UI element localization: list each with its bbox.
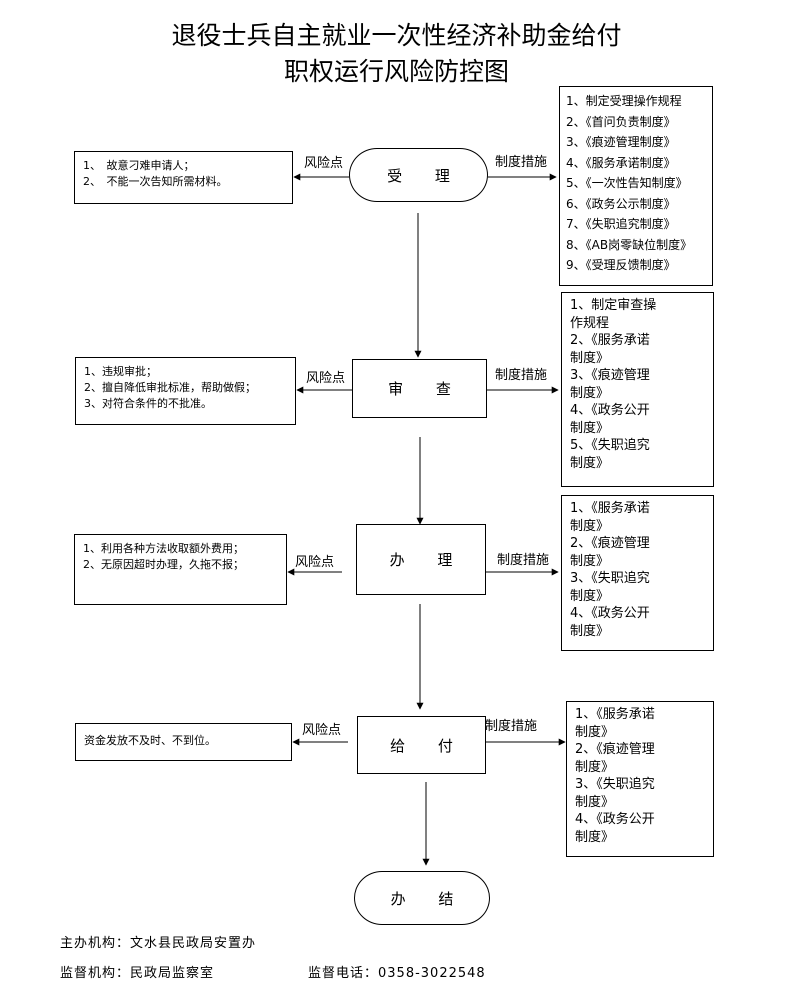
risk-item: 资金发放不及时、不到位。	[84, 734, 216, 747]
measure-box-pay: 1、《服务承诺 制度》 2、《痕迹管理 制度》 3、《失职追究 制度》 4、《政…	[566, 701, 714, 857]
measure-item: 5、《失职追究	[570, 438, 650, 453]
footer-phone: 监督电话：0358-3022548	[308, 966, 486, 981]
chart-title-line-2: 职权运行风险防控图	[283, 57, 509, 86]
risk-item: 1、违规审批；	[84, 365, 157, 378]
risk-label-3: 风险点	[295, 555, 335, 570]
measure-item: 2、《痕迹管理	[575, 742, 655, 757]
risk-item: 2、擅自降低审批标准，帮助做假；	[84, 381, 256, 394]
measure-item: 1、制定审查操	[570, 298, 657, 313]
measure-item: 制度》	[570, 455, 610, 471]
chart-title-line-1: 退役士兵自主就业一次性经济补助金给付	[171, 21, 622, 50]
step-node-process: 办 理	[356, 524, 486, 595]
measure-item: 2、《服务承诺	[570, 333, 650, 348]
measure-item: 4、《政务公开	[575, 812, 655, 827]
measure-item: 1、制定受理操作规程	[566, 94, 682, 108]
measure-item: 制度》	[570, 553, 610, 569]
measure-item: 3、《痕迹管理制度》	[566, 135, 676, 149]
measure-item: 作规程	[570, 315, 610, 331]
step-node-pay: 给 付	[357, 716, 486, 774]
measure-item: 1、《服务承诺	[575, 707, 655, 722]
risk-label-2: 风险点	[306, 371, 346, 386]
measure-item: 9、《受理反馈制度》	[566, 258, 676, 272]
risk-label-1: 风险点	[304, 156, 344, 171]
measure-box-accept: 1、制定受理操作规程 2、《首问负责制度》 3、《痕迹管理制度》 4、《服务承诺…	[559, 86, 713, 286]
step-node-review: 审 查	[352, 359, 487, 418]
risk-box-accept: 1、 故意刁难申请人； 2、 不能一次告知所需材料。	[74, 151, 293, 204]
risk-item: 1、利用各种方法收取额外费用；	[83, 542, 244, 555]
measure-box-process: 1、《服务承诺 制度》 2、《痕迹管理 制度》 3、《失职追究 制度》 4、《政…	[561, 495, 714, 651]
measure-item: 制度》	[570, 588, 610, 604]
measure-item: 8、《AB岗零缺位制度》	[566, 237, 693, 252]
risk-item: 2、无原因超时办理，久拖不报；	[83, 558, 244, 571]
measure-item: 制度》	[570, 420, 610, 436]
measure-item: 3、《痕迹管理	[570, 368, 650, 383]
risk-box-review: 1、违规审批； 2、擅自降低审批标准，帮助做假； 3、对符合条件的不批准。	[75, 357, 296, 425]
measure-item: 制度》	[575, 759, 615, 775]
measure-item: 5、《一次性告知制度》	[566, 176, 688, 190]
measure-item: 4、《服务承诺制度》	[566, 155, 676, 170]
end-node: 办 结	[354, 871, 490, 925]
measure-item: 4、《政务公开	[570, 606, 650, 621]
risk-box-process: 1、利用各种方法收取额外费用； 2、无原因超时办理，久拖不报；	[74, 534, 287, 605]
measure-item: 制度》	[570, 385, 610, 401]
step-node-accept: 受 理	[349, 148, 488, 202]
measure-item: 制度》	[575, 724, 615, 740]
measure-box-review: 1、制定审查操 作规程 2、《服务承诺 制度》 3、《痕迹管理 制度》 4、《政…	[561, 292, 714, 487]
measure-item: 制度》	[570, 623, 610, 639]
measure-item: 制度》	[570, 350, 610, 366]
measure-item: 1、《服务承诺	[570, 501, 650, 516]
risk-item: 3、对符合条件的不批准。	[84, 397, 212, 410]
measure-item: 制度》	[570, 518, 610, 534]
risk-item: 1、 故意刁难申请人；	[83, 159, 195, 172]
measure-item: 制度》	[575, 829, 615, 845]
measure-label-4: 制度措施	[485, 719, 538, 734]
measure-item: 7、《失职追究制度》	[566, 217, 676, 231]
measure-item: 4、《政务公开	[570, 403, 650, 418]
measure-item: 3、《失职追究	[570, 571, 650, 586]
footer-supervisor: 监督机构：民政局监察室	[60, 966, 215, 981]
measure-item: 2、《首问负责制度》	[566, 114, 676, 129]
risk-label-4: 风险点	[302, 723, 342, 738]
measure-label-1: 制度措施	[495, 155, 548, 170]
measure-item: 6、《政务公示制度》	[566, 196, 676, 211]
measure-item: 3、《失职追究	[575, 777, 655, 792]
risk-box-pay: 资金发放不及时、不到位。	[75, 723, 292, 761]
footer-sponsor: 主办机构：文水县民政局安置办	[60, 936, 257, 951]
measure-label-2: 制度措施	[495, 368, 548, 383]
measure-item: 2、《痕迹管理	[570, 536, 650, 551]
risk-item: 2、 不能一次告知所需材料。	[83, 175, 228, 188]
measure-item: 制度》	[575, 794, 615, 810]
measure-label-3: 制度措施	[497, 553, 550, 568]
